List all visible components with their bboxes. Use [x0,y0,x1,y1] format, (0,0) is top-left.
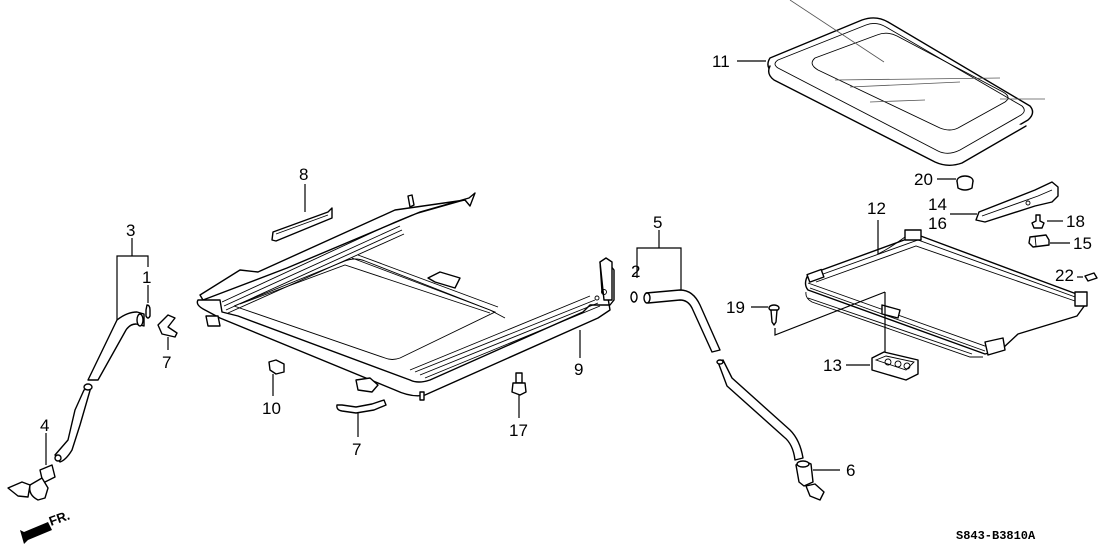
callout-19: 19 [726,298,745,317]
cushion-part-left[interactable] [157,314,178,350]
callout-1: 1 [142,268,151,287]
nut-part-20[interactable] [937,175,974,191]
screw-part-19[interactable] [751,291,886,336]
glass-assembly-part[interactable] [737,0,1045,166]
callout-11: 11 [712,52,730,71]
callout-22: 22 [1055,266,1074,285]
callout-20: 20 [914,170,933,189]
callout-15: 15 [1073,234,1092,253]
bolt-part[interactable] [511,372,527,418]
callout-9: 9 [574,360,583,379]
callout-7-left: 7 [162,353,171,372]
callout-18: 18 [1066,212,1085,231]
clip-part-1[interactable] [145,304,151,319]
clip-part-15[interactable] [1028,234,1070,248]
callout-17: 17 [509,421,528,440]
callout-4: 4 [40,416,49,435]
drain-tube-rear-part[interactable] [636,230,804,461]
slide-guide-part[interactable] [950,181,1059,223]
callout-10: 10 [262,399,281,418]
front-direction-arrow-icon: FR. [20,508,72,544]
callout-14: 14 [928,195,947,214]
sunroof-frame-part[interactable] [196,192,615,401]
sunshade-handle-part[interactable] [846,292,919,381]
drain-valve-front-part[interactable] [7,433,56,501]
clip-part-2[interactable] [630,291,638,303]
deflector-seal-part[interactable] [271,184,333,242]
drain-valve-rear-part[interactable] [795,460,840,501]
callout-16: 16 [928,214,947,233]
screw-part-18[interactable] [1031,214,1063,229]
callout-13: 13 [823,356,842,375]
cushion-part-22[interactable] [1077,272,1098,282]
callout-2: 2 [631,262,640,281]
cushion-part-center[interactable] [336,399,387,437]
front-indicator-label: FR. [47,508,72,529]
callout-6: 6 [846,461,855,480]
diagram-code: S843-B3810A [956,529,1036,543]
drain-tube-front-part[interactable] [54,238,149,463]
callout-5: 5 [653,213,662,232]
callout-12: 12 [867,199,886,218]
callout-7-center: 7 [352,440,361,459]
sunshade-part[interactable] [804,220,1088,358]
callout-8: 8 [299,165,308,184]
stopper-part[interactable] [268,359,285,396]
callout-3: 3 [126,221,135,240]
